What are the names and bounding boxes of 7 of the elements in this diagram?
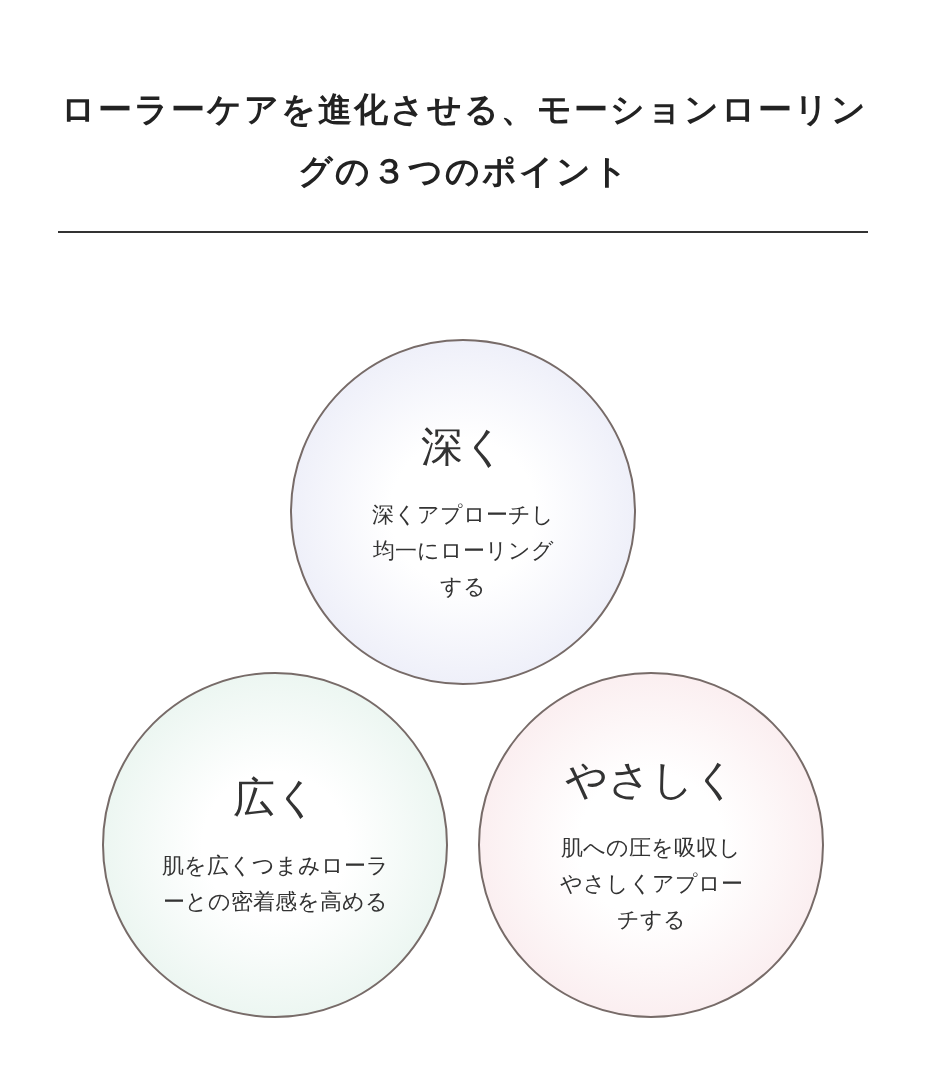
circle-description: 肌を広くつまみローラーとの密着感を高める	[160, 852, 390, 916]
circle-heading: 深く	[420, 421, 506, 473]
circle-description: 深くアプローチし均一にローリングする	[371, 501, 555, 601]
page-title: ローラーケアを進化させる、モーションローリングの３つのポイント	[60, 88, 868, 193]
circle-heading: やさしく	[565, 754, 737, 806]
circle-heading: 広く	[232, 772, 318, 824]
circle-description: 肌への圧を吸収しやさしくアプローチする	[558, 834, 744, 934]
